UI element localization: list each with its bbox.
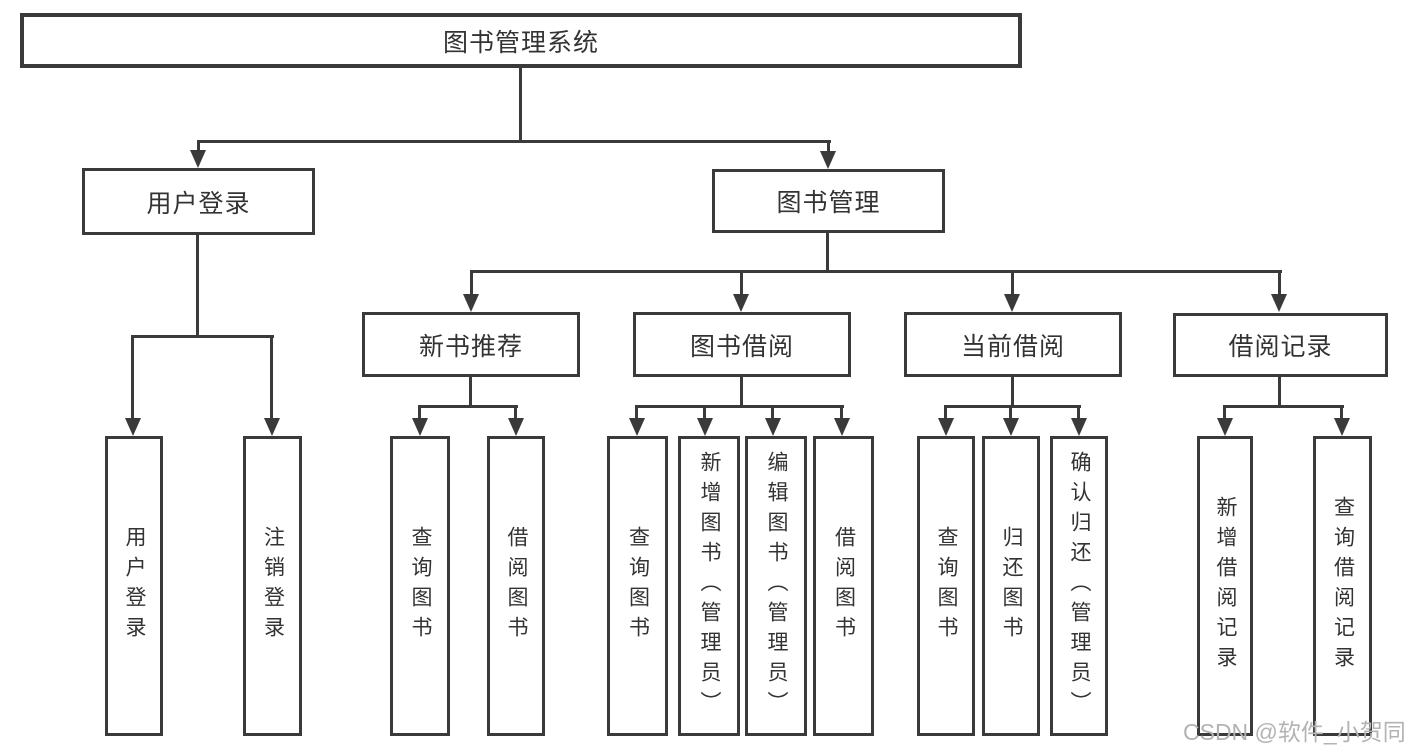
node-label: 图书借阅 — [689, 332, 794, 361]
connector-vline — [827, 140, 830, 153]
connector-hline — [944, 405, 1081, 408]
node-book-borrowing: 图书借阅 — [633, 312, 851, 377]
node-leaf-add-book-admin: 新增图书（管理员） — [678, 436, 740, 736]
node-current-borrowing: 当前借阅 — [904, 312, 1122, 377]
node-leaf-query-books-borrowing: 查询图书 — [607, 436, 668, 736]
node-book-management: 图书管理 — [712, 169, 945, 233]
node-leaf-query-books-current: 查询图书 — [917, 436, 975, 736]
connector-vline — [840, 405, 843, 419]
connector-vline — [740, 270, 743, 296]
connector-vline — [1223, 405, 1226, 419]
node-label: 借阅图书 — [505, 526, 528, 646]
connector-vline — [519, 68, 522, 142]
connector-vline — [1278, 270, 1281, 296]
node-label: 归还图书 — [1000, 526, 1023, 646]
arrow-down-icon — [1334, 418, 1350, 436]
node-label: 图书管理 — [776, 189, 881, 217]
arrow-down-icon — [264, 418, 280, 436]
connector-vline — [270, 335, 273, 419]
connector-vline — [826, 232, 829, 272]
node-label: 新增借阅记录 — [1214, 496, 1237, 676]
node-leaf-logout: 注销登录 — [243, 436, 302, 736]
node-new-book-recommend: 新书推荐 — [362, 312, 580, 377]
arrow-down-icon — [697, 418, 713, 436]
node-label: 用户登录 — [123, 526, 146, 646]
connector-hline — [470, 270, 1282, 273]
node-label: 借阅图书 — [832, 526, 856, 646]
connector-hline — [1223, 405, 1344, 408]
node-leaf-return-books: 归还图书 — [982, 436, 1040, 736]
arrow-down-icon — [834, 418, 850, 436]
connector-vline — [418, 405, 421, 419]
node-label: 确认归还（管理员） — [1068, 451, 1091, 721]
arrow-down-icon — [629, 418, 645, 436]
arrow-down-icon — [938, 418, 954, 436]
node-leaf-borrow-books-recommend: 借阅图书 — [487, 436, 545, 736]
connector-hline — [131, 335, 274, 338]
connector-vline — [196, 234, 199, 337]
connector-vline — [771, 405, 774, 419]
node-leaf-user-login: 用户登录 — [105, 436, 163, 736]
connector-vline — [944, 405, 947, 419]
node-label: 新书推荐 — [418, 332, 523, 361]
connector-vline — [470, 270, 473, 296]
connector-vline — [1009, 405, 1012, 419]
connector-vline — [514, 405, 517, 419]
arrow-down-icon — [1003, 418, 1019, 436]
connector-hline — [197, 140, 831, 143]
arrow-down-icon — [1004, 294, 1020, 312]
csdn-watermark: CSDN @软件_小贺同学 — [1183, 719, 1405, 745]
node-label: 用户登录 — [146, 189, 251, 218]
connector-vline — [131, 335, 134, 419]
node-leaf-edit-book-admin: 编辑图书（管理员） — [745, 436, 807, 736]
connector-vline — [1011, 376, 1014, 408]
arrow-down-icon — [1271, 294, 1287, 312]
node-label: 编辑图书（管理员） — [765, 451, 788, 721]
connector-vline — [469, 376, 472, 408]
node-library-system: 图书管理系统 — [20, 13, 1022, 68]
node-borrowing-records: 借阅记录 — [1173, 313, 1388, 377]
node-leaf-confirm-return-admin: 确认归还（管理员） — [1050, 436, 1108, 736]
node-label: 注销登录 — [261, 526, 285, 646]
node-leaf-query-books-recommend: 查询图书 — [390, 436, 450, 736]
arrow-down-icon — [1217, 418, 1233, 436]
node-leaf-query-borrow-record: 查询借阅记录 — [1313, 436, 1372, 736]
arrow-down-icon — [508, 418, 524, 436]
arrow-down-icon — [1071, 418, 1087, 436]
arrow-down-icon — [733, 294, 749, 312]
connector-vline — [703, 405, 706, 419]
node-label: 查询借阅记录 — [1331, 496, 1355, 676]
arrow-down-icon — [463, 294, 479, 312]
node-leaf-add-borrow-record: 新增借阅记录 — [1197, 436, 1253, 736]
connector-vline — [1077, 405, 1080, 419]
arrow-down-icon — [190, 150, 206, 168]
connector-vline — [197, 140, 200, 152]
connector-vline — [635, 405, 638, 419]
arrow-down-icon — [125, 418, 141, 436]
connector-vline — [1340, 405, 1343, 419]
node-leaf-borrow-books: 借阅图书 — [813, 436, 874, 736]
node-label: 图书管理系统 — [442, 28, 599, 57]
node-label: 当前借阅 — [960, 332, 1065, 361]
node-label: 新增图书（管理员） — [698, 451, 721, 721]
node-label: 借阅记录 — [1228, 333, 1333, 361]
connector-hline — [418, 405, 518, 408]
connector-vline — [1011, 270, 1014, 296]
node-user-login: 用户登录 — [82, 168, 315, 235]
arrow-down-icon — [820, 151, 836, 169]
node-label: 查询图书 — [409, 526, 432, 646]
connector-vline — [1278, 376, 1281, 408]
connector-vline — [740, 376, 743, 408]
node-label: 查询图书 — [935, 526, 958, 646]
connector-hline — [635, 405, 844, 408]
arrow-down-icon — [765, 418, 781, 436]
arrow-down-icon — [412, 418, 428, 436]
node-label: 查询图书 — [626, 526, 650, 646]
